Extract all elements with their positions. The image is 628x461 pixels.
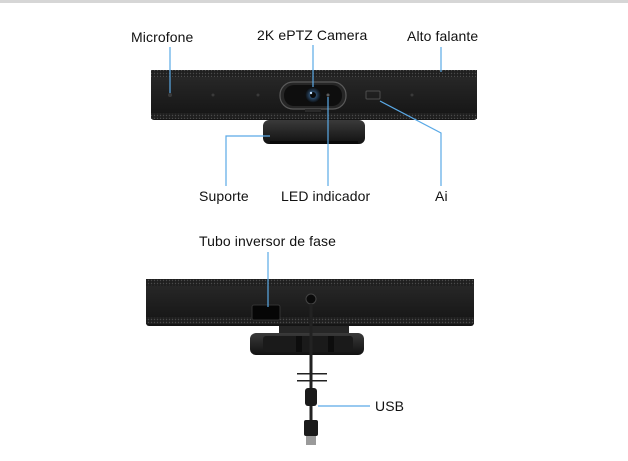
usb-plug-body [304,420,318,436]
ferrite-core [305,388,317,406]
ai-sensor [365,90,381,100]
microphone-hole [168,93,172,97]
led-indicator [326,93,330,97]
label-microphone: Microfone [131,29,194,45]
label-ai: Ai [435,188,448,204]
front-view [151,70,477,144]
back-callouts [267,252,370,407]
usb-plug-tip [306,436,316,445]
label-camera: 2K ePTZ Camera [257,27,368,43]
bass-port [251,304,281,321]
front-callouts [169,45,442,186]
label-stand: Suporte [199,188,249,204]
label-bass-tube: Tubo inversor de fase [199,233,336,249]
label-speaker: Alto falante [407,28,479,44]
front-stand [263,120,365,144]
label-usb: USB [375,398,405,414]
top-divider [0,0,628,3]
back-view [146,279,474,445]
label-led: LED indicador [281,188,371,204]
